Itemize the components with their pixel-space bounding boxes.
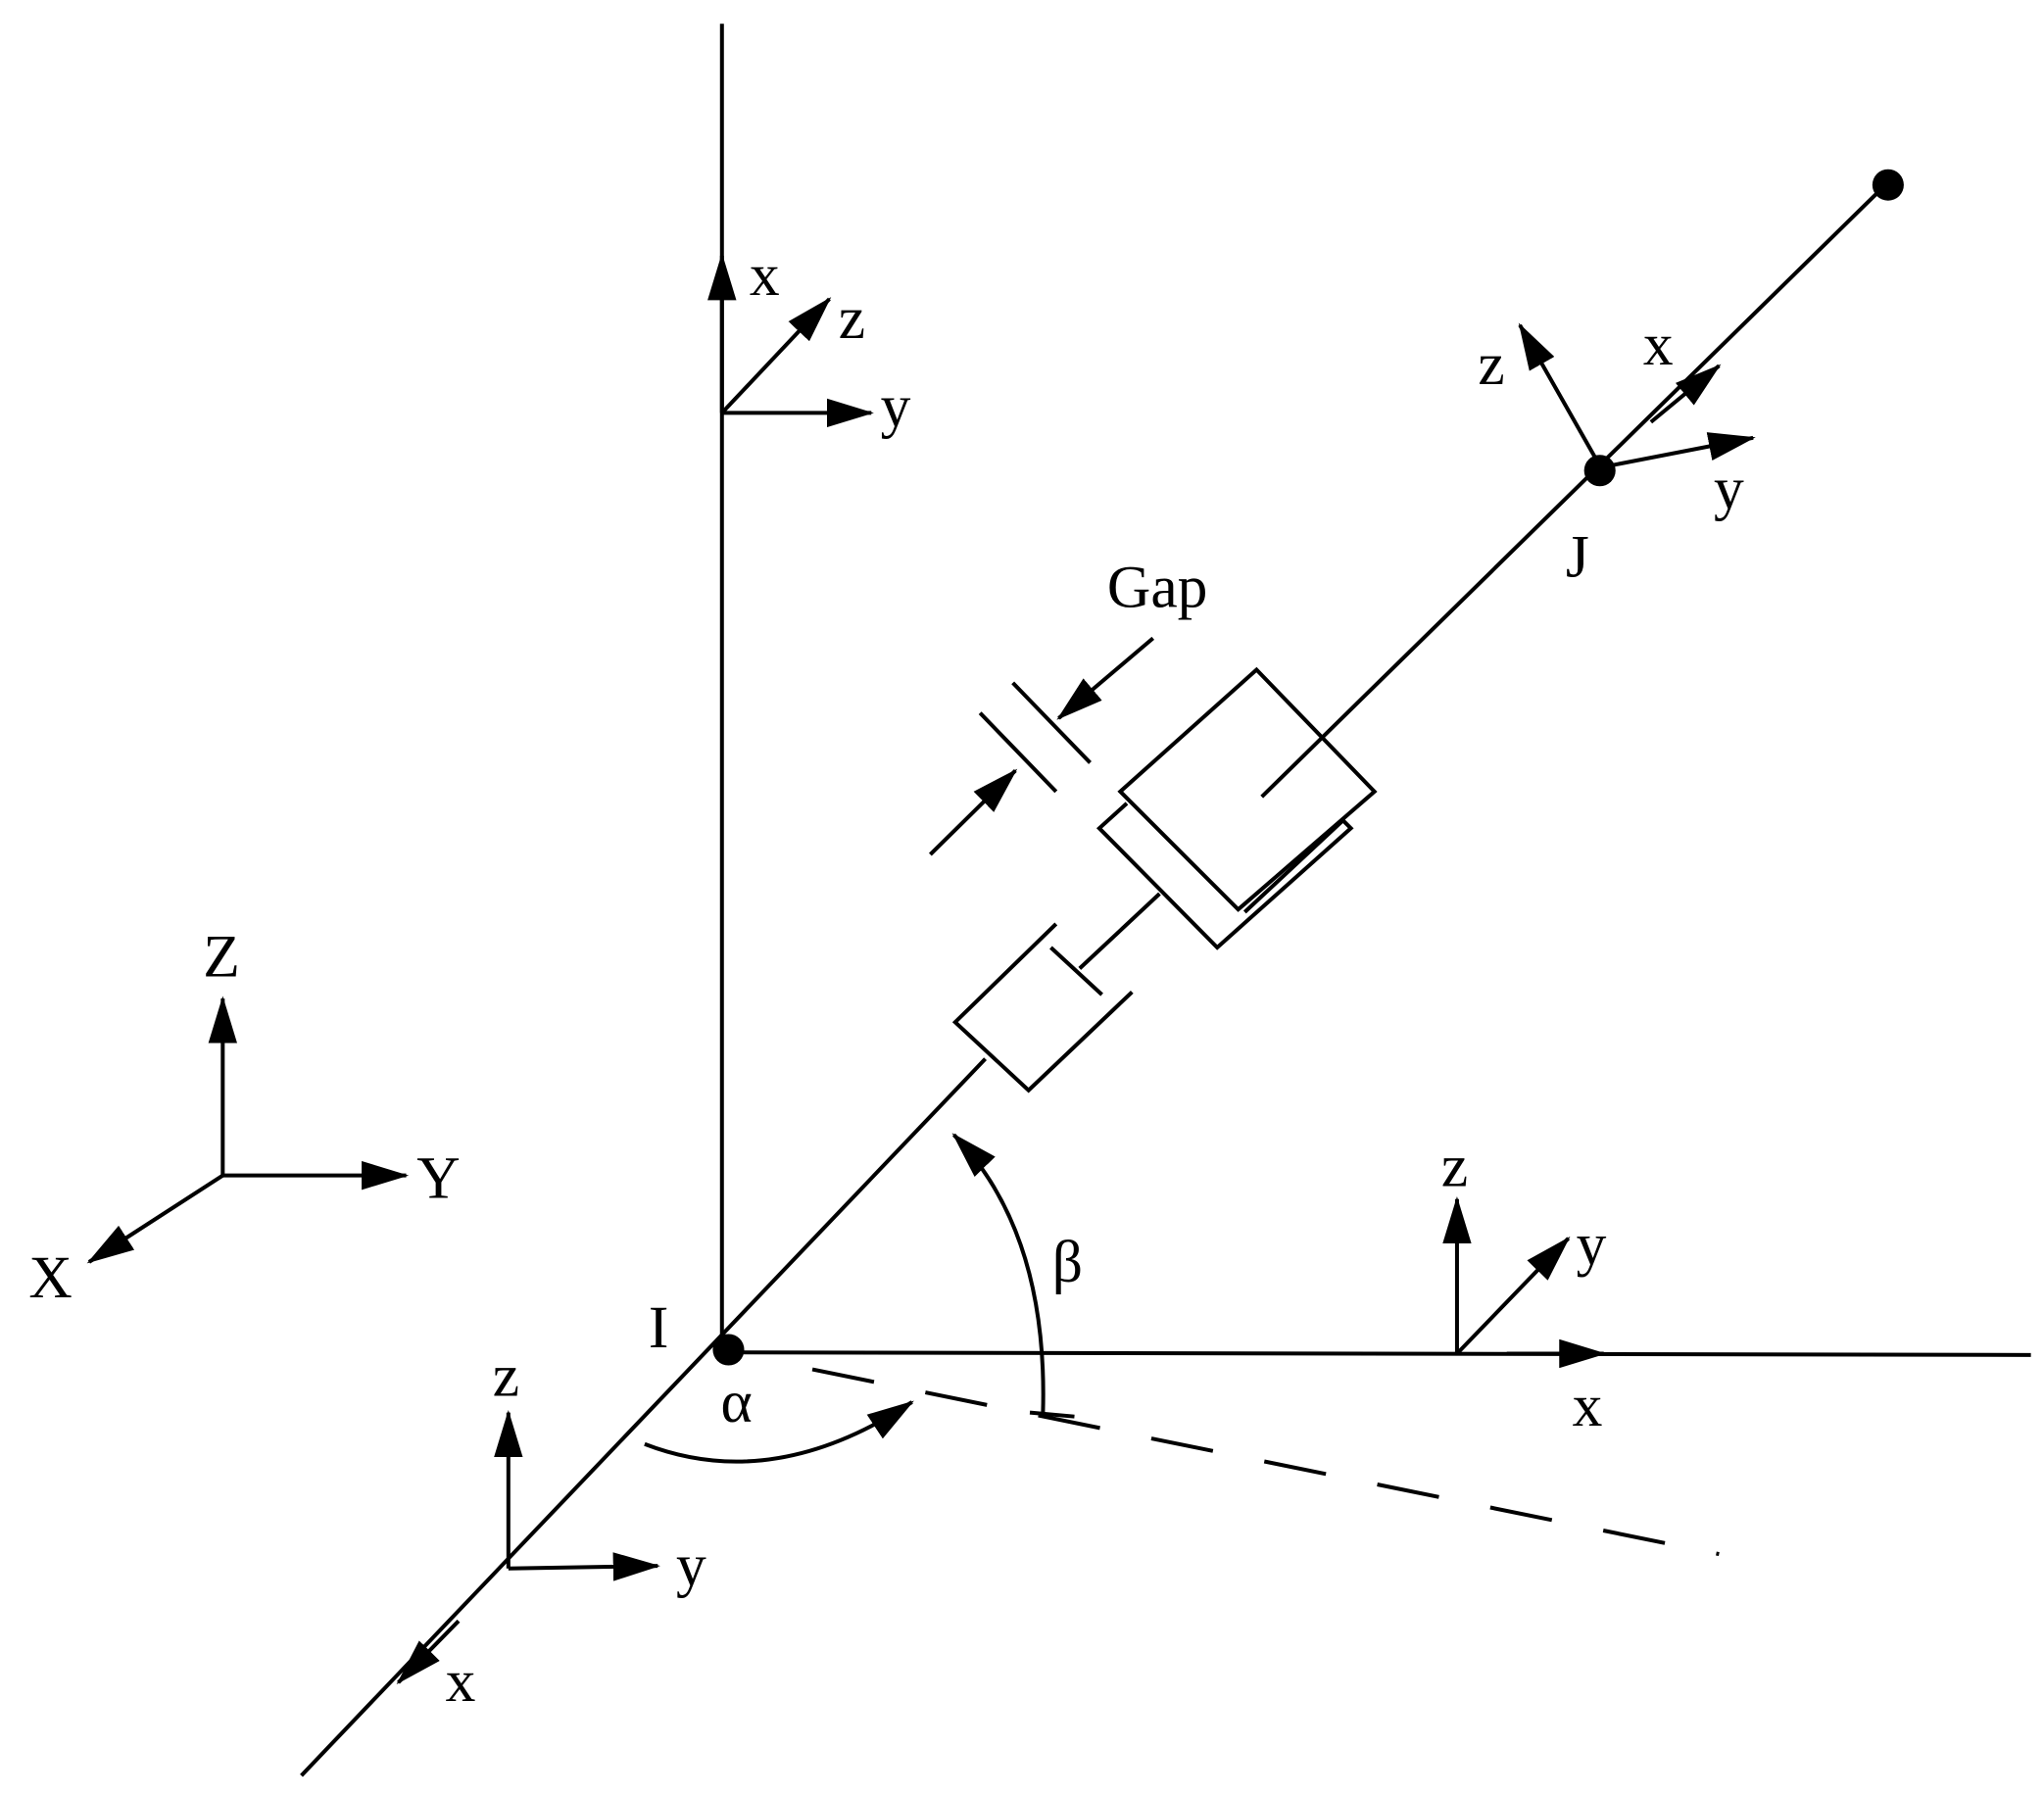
br-frame-y-label: y	[1577, 1212, 1607, 1279]
projection-dashed-line	[811, 1367, 1720, 1557]
beta-arc-arrow	[951, 1133, 1046, 1413]
gap-arrow-lower	[928, 768, 1018, 856]
global-z-label: Z	[203, 923, 240, 990]
alpha-label: α	[720, 1369, 752, 1435]
top-frame-y-label: y	[881, 373, 911, 440]
global-x-arrow	[86, 1173, 224, 1264]
node-i-dot	[712, 1334, 745, 1366]
bl-frame-z-label: z	[493, 1342, 519, 1409]
beta-tick	[1029, 1410, 1075, 1419]
top-frame-z-label: z	[839, 285, 865, 352]
gap-slider-frame	[1095, 802, 1354, 950]
j-frame-y-label: y	[1714, 456, 1744, 522]
gap-arrow-upper	[1056, 636, 1155, 720]
bl-frame-x-label: x	[446, 1648, 476, 1715]
j-frame-z-label: z	[1478, 331, 1504, 398]
top-frame-z-arrow	[720, 297, 832, 414]
br-frame-x-label: x	[1573, 1373, 1603, 1439]
j-frame-y-arrow	[1604, 432, 1756, 469]
j-frame-x-arrow	[1649, 364, 1722, 424]
j-frame-z-arrow	[1518, 322, 1598, 461]
element-line-lower	[300, 1057, 988, 1777]
piston-plate	[1049, 946, 1103, 996]
bl-frame-y-label: y	[676, 1532, 706, 1599]
gap-label: Gap	[1107, 554, 1207, 620]
br-frame-z-label: z	[1441, 1133, 1468, 1199]
node-i-label: I	[649, 1294, 668, 1361]
gap-line-1	[1011, 681, 1092, 764]
node-j-dot	[1583, 455, 1616, 487]
global-x-label: X	[28, 1244, 72, 1311]
top-frame-x-label: x	[750, 242, 780, 309]
br-frame-y-arrow	[1455, 1236, 1571, 1355]
bl-frame-y-arrow	[508, 1552, 660, 1581]
horizontal-axis-line	[728, 1350, 2031, 1357]
j-frame-x-label: x	[1643, 312, 1674, 378]
alpha-arc-arrow	[644, 1400, 914, 1464]
end-node-dot	[1872, 169, 1904, 201]
global-y-label: Y	[416, 1144, 460, 1211]
gap-body-box	[1117, 666, 1378, 912]
bl-frame-x-arrow	[396, 1619, 461, 1685]
element-line-upper	[1260, 181, 1888, 799]
gap-line-2	[978, 711, 1058, 794]
beta-label: β	[1052, 1229, 1083, 1295]
dashpot-cylinder	[951, 922, 1134, 1093]
connector-rod	[1078, 892, 1161, 970]
node-j-label: J	[1566, 524, 1589, 591]
